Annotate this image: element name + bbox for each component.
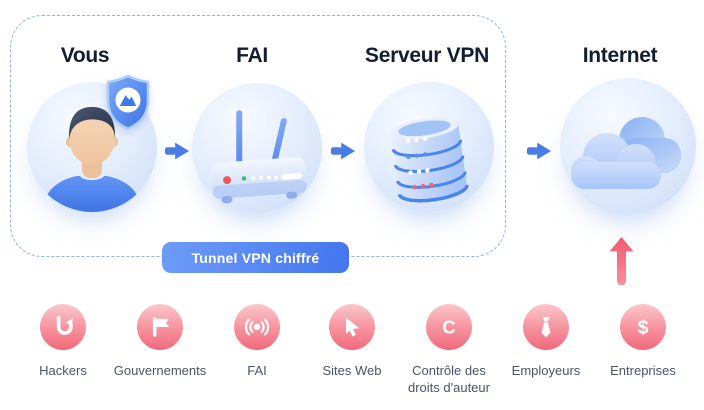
node-circle-router <box>192 83 322 213</box>
user-avatar-icon <box>42 107 142 212</box>
threat-item-employeurs: Employeurs <box>484 304 608 380</box>
threat-item-gouvernements: Gouvernements <box>98 304 222 380</box>
threat-label: Employeurs <box>511 363 581 378</box>
threat-label: Hackers <box>39 363 87 378</box>
threat-up-arrow-icon <box>609 237 634 285</box>
node-label-serveur: Serveur VPN <box>365 44 489 67</box>
threat-circle <box>137 304 183 350</box>
threat-item-copyright: C Contrôle des droits d'auteur <box>387 304 511 397</box>
threat-circle <box>40 304 86 350</box>
threat-label: Entreprises <box>610 363 676 378</box>
threat-label: Sites Web <box>322 363 382 378</box>
threat-circle <box>234 304 280 350</box>
threat-circle: $ <box>620 304 666 350</box>
tunnel-badge: Tunnel VPN chiffré <box>162 242 349 273</box>
dollar-icon: $ <box>638 317 649 339</box>
wifi-router-icon <box>211 110 307 204</box>
vpn-shield-icon <box>106 74 150 130</box>
threat-item-fai: FAI <box>195 304 319 380</box>
flow-arrow-icon <box>526 142 552 160</box>
node-label-fai: FAI <box>236 44 268 67</box>
flag-icon <box>152 317 170 337</box>
threat-label: Gouvernements <box>113 363 207 378</box>
node-circle-server <box>364 82 494 212</box>
threat-item-sites-web: Sites Web <box>290 304 414 380</box>
cloud-icon <box>571 117 681 189</box>
threat-item-hackers: Hackers <box>1 304 125 380</box>
flow-arrow-icon <box>330 142 356 160</box>
svg-text:C: C <box>442 316 455 337</box>
node-label-internet: Internet <box>582 44 658 67</box>
threat-item-entreprises: $ Entreprises <box>581 304 704 380</box>
server-stack-icon <box>390 117 469 203</box>
threat-label: Contrôle des droits d'auteur <box>408 363 490 395</box>
threat-circle <box>523 304 569 350</box>
flow-arrow-icon <box>164 142 190 160</box>
cursor-icon <box>346 317 360 337</box>
broadcast-icon <box>244 318 270 336</box>
copyright-icon: C <box>442 316 455 337</box>
threat-label: FAI <box>247 363 267 378</box>
threat-circle <box>329 304 375 350</box>
tie-icon <box>541 317 551 338</box>
node-circle-internet <box>560 78 696 214</box>
hook-icon <box>56 315 74 335</box>
threat-circle: C <box>426 304 472 350</box>
node-label-vous: Vous <box>60 44 110 67</box>
svg-text:$: $ <box>638 317 649 339</box>
node-circle-user <box>27 82 157 212</box>
